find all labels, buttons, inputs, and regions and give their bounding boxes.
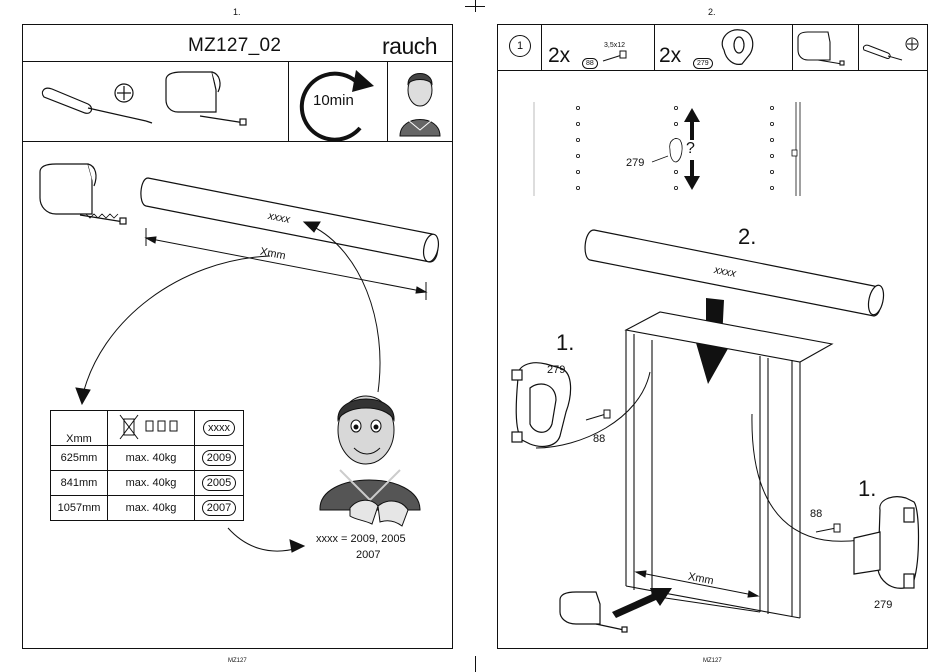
right-page-number: 2.	[708, 7, 716, 17]
time-label: 10min	[313, 92, 354, 109]
worker-illustration	[320, 396, 420, 526]
right-header-sep3	[792, 24, 793, 70]
length-table: Xmm xxxx 625mm max. 40kg 2009 841mm max	[50, 410, 244, 521]
phillips-head-icon	[115, 84, 133, 102]
step-1-left-label: 1.	[556, 330, 574, 356]
curve-arrow-to-table	[76, 256, 270, 404]
table-header-row: Xmm xxxx	[51, 411, 244, 446]
hole-part-label: 279	[626, 157, 644, 169]
worker-avatar	[400, 74, 440, 137]
bracket-illustration	[40, 164, 126, 224]
step-2-label: 2.	[738, 224, 756, 250]
table-cell-code: 2007	[195, 496, 244, 521]
question-mark: ?	[686, 140, 695, 158]
step-number: 1	[517, 40, 523, 52]
screw-left-id: 88	[593, 433, 605, 445]
right-header-sep1	[541, 24, 542, 70]
table-header-code-pill: xxxx	[203, 420, 235, 436]
table-cell-load: max. 40kg	[108, 471, 195, 496]
step-number-badge: 1	[509, 35, 531, 57]
table-cell-length: 841mm	[51, 471, 108, 496]
table-cell-load: max. 40kg	[108, 496, 195, 521]
part-279-pill: 279	[693, 58, 713, 69]
table-header-length-label: Xmm	[66, 433, 92, 445]
table-header-code: xxxx	[195, 411, 244, 446]
note-line-1: xxxx = 2009, 2005	[316, 533, 406, 545]
screwdriver-icon	[42, 88, 152, 123]
part-279-id: 279	[693, 52, 713, 70]
table-header-load	[108, 411, 195, 446]
code-pill: 2005	[202, 475, 236, 491]
table-header-length: Xmm	[51, 411, 108, 446]
table-row: 625mm max. 40kg 2009	[51, 446, 244, 471]
part-88-pill: 88	[582, 58, 598, 69]
right-page-footer: MZ127	[703, 658, 722, 664]
table-cell-load: max. 40kg	[108, 446, 195, 471]
table-cell-code: 2005	[195, 471, 244, 496]
table-cell-length: 1057mm	[51, 496, 108, 521]
step-1-right-label: 1.	[858, 476, 876, 502]
bracket-left-id: 279	[547, 364, 565, 376]
load-icon	[116, 413, 186, 441]
bracket-right-id: 279	[874, 599, 892, 611]
right-header-sep2	[654, 24, 655, 70]
table-cell-code: 2009	[195, 446, 244, 471]
note-line-2: 2007	[356, 549, 380, 561]
right-header-sep4	[858, 24, 859, 70]
code-pill: 2007	[202, 500, 236, 516]
part-88-qty: 2x	[548, 44, 570, 68]
table-row: 841mm max. 40kg 2005	[51, 471, 244, 496]
screw-right-id: 88	[810, 508, 822, 520]
table-row: 1057mm max. 40kg 2007	[51, 496, 244, 521]
rail-illustration	[141, 178, 441, 263]
part-279-qty: 2x	[659, 44, 681, 68]
bracket-screw-icon	[166, 72, 246, 125]
arrow-to-note	[228, 528, 304, 552]
code-pill: 2009	[202, 450, 236, 466]
part-88-size: 3,5x12	[604, 42, 625, 49]
table-cell-length: 625mm	[51, 446, 108, 471]
part-88-id: 88	[582, 52, 598, 70]
right-header-divider	[497, 70, 928, 71]
